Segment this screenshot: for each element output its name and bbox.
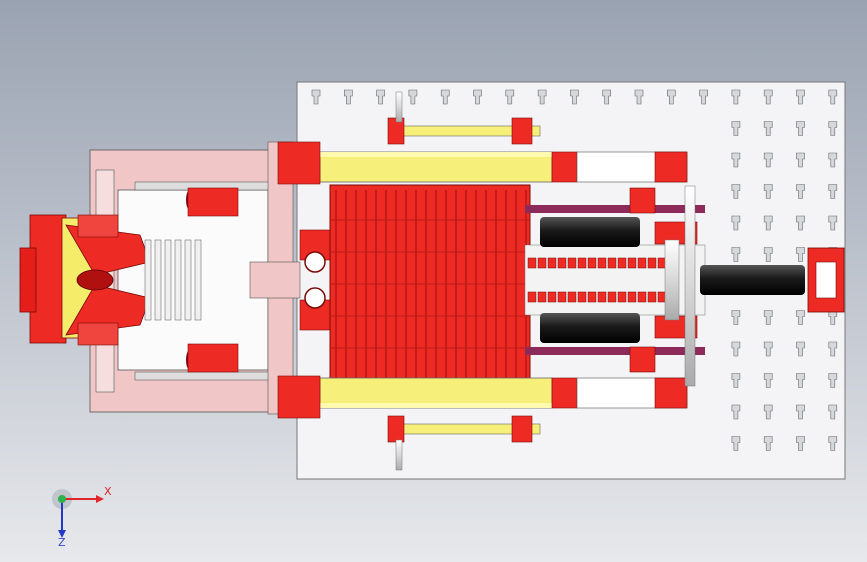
t-slot <box>763 310 773 325</box>
t-slot <box>667 89 676 105</box>
t-slot <box>570 89 579 105</box>
t-slot <box>537 89 547 105</box>
t-slot <box>828 215 838 231</box>
t-slot <box>796 247 805 262</box>
t-slot <box>763 404 773 420</box>
t-slot <box>505 89 515 105</box>
t-slot <box>344 89 353 105</box>
t-slot <box>440 89 450 105</box>
t-slot <box>731 310 741 325</box>
t-slot <box>731 373 741 388</box>
guide-bars <box>387 91 541 471</box>
t-slot <box>796 310 805 325</box>
t-slot <box>763 121 773 136</box>
t-slot <box>699 89 708 105</box>
t-slot <box>763 341 773 357</box>
coordinate-triad: X Y Z <box>52 485 112 547</box>
t-slot <box>763 152 773 168</box>
t-slot <box>731 404 741 420</box>
t-slot <box>828 121 838 136</box>
gripper-head <box>19 214 151 346</box>
x-axis-label: X <box>104 485 112 498</box>
t-slot <box>796 121 805 136</box>
t-slot <box>828 404 838 420</box>
t-slot <box>763 436 773 451</box>
t-slot <box>828 184 838 199</box>
t-slot <box>731 184 741 199</box>
t-slot <box>796 373 805 388</box>
t-slot <box>473 89 482 105</box>
z-arrow-icon <box>58 530 66 538</box>
finned-heat-block <box>329 184 531 406</box>
t-slot <box>796 89 805 105</box>
t-slot <box>796 404 805 420</box>
actuator-assembly <box>524 185 845 387</box>
t-slot <box>763 247 773 262</box>
t-slot <box>731 247 741 262</box>
t-slot <box>828 373 838 388</box>
t-slot <box>602 89 611 105</box>
t-slot <box>828 310 838 325</box>
t-slot <box>796 341 805 357</box>
t-slot <box>731 121 741 136</box>
top-rail <box>277 141 688 185</box>
t-slot <box>828 341 838 357</box>
t-slot <box>731 215 741 231</box>
t-slot <box>634 89 644 105</box>
t-slot <box>408 89 418 105</box>
t-slot <box>763 89 773 105</box>
t-slot <box>828 436 838 451</box>
t-slot <box>828 152 838 168</box>
t-slot <box>796 436 805 451</box>
t-slot <box>796 184 805 199</box>
t-slot <box>311 89 321 105</box>
t-slot <box>763 215 773 231</box>
t-slot <box>796 152 805 168</box>
t-slot <box>731 341 741 357</box>
t-slot <box>731 152 741 168</box>
t-slot <box>796 215 805 231</box>
t-slot <box>763 373 773 388</box>
spring-linkage <box>144 187 331 373</box>
t-slot <box>763 184 773 199</box>
t-slot <box>731 436 741 451</box>
t-slot <box>731 89 741 105</box>
t-slot <box>828 89 838 105</box>
bottom-rail <box>277 375 688 419</box>
z-axis-label: Z <box>58 536 66 547</box>
y-axis-dot <box>58 495 66 503</box>
t-slot <box>376 89 385 105</box>
x-arrow-icon <box>96 495 104 503</box>
